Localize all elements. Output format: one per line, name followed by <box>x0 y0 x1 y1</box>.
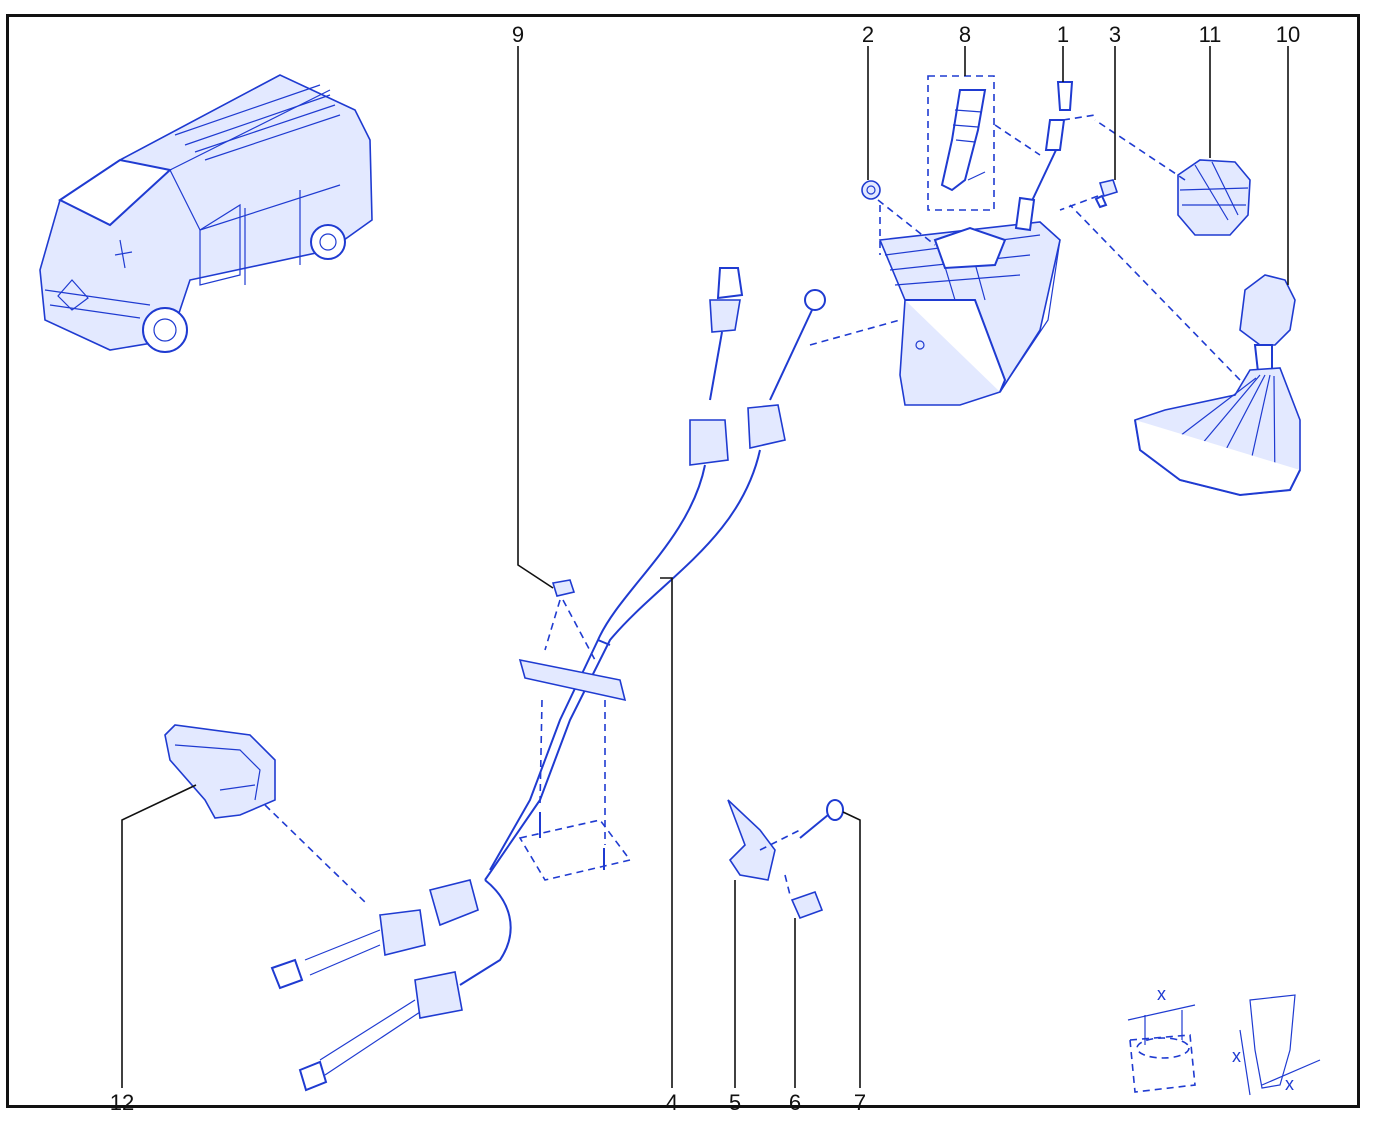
bolt-diameter-label: x <box>1285 1074 1294 1094</box>
callout-4: 4 <box>666 1090 678 1115</box>
reverse-lock-pin <box>927 75 995 211</box>
cable-nut <box>551 579 576 597</box>
callout-9: 9 <box>512 22 524 47</box>
van-illustration <box>39 74 373 353</box>
bolt-length-label: x <box>1232 1046 1241 1066</box>
leader-lines <box>121 46 1289 1088</box>
shift-cable-assembly <box>270 267 826 1092</box>
cable-bracket <box>164 724 276 819</box>
assembly-arrows <box>264 114 1241 906</box>
callout-10: 10 <box>1276 22 1300 47</box>
callout-5: 5 <box>729 1090 741 1115</box>
callout-1: 1 <box>1057 22 1069 47</box>
callout-12: 12 <box>110 1090 134 1115</box>
callouts: 1 2 3 4 5 6 7 8 9 10 11 12 <box>110 22 1300 1115</box>
gear-lever-housing <box>878 221 1061 406</box>
dimension-symbols: x x x <box>1127 984 1321 1096</box>
callout-8: 8 <box>959 22 971 47</box>
nut-part <box>861 180 881 200</box>
retaining-screw <box>799 799 844 839</box>
callout-6: 6 <box>789 1090 801 1115</box>
plate-screws <box>518 812 632 881</box>
gear-lever-rod <box>1014 81 1074 232</box>
callout-11: 11 <box>1199 22 1222 47</box>
diagram-frame <box>6 14 1360 1108</box>
gear-gaiter <box>1134 274 1301 497</box>
retaining-bracket <box>727 799 776 881</box>
gear-knob <box>1177 159 1251 236</box>
callout-3: 3 <box>1109 22 1121 47</box>
callout-2: 2 <box>862 22 874 47</box>
retaining-clip <box>790 890 824 920</box>
bolt-part <box>1094 179 1119 209</box>
callout-7: 7 <box>854 1090 866 1115</box>
nut-dimension-label: x <box>1157 984 1166 1004</box>
